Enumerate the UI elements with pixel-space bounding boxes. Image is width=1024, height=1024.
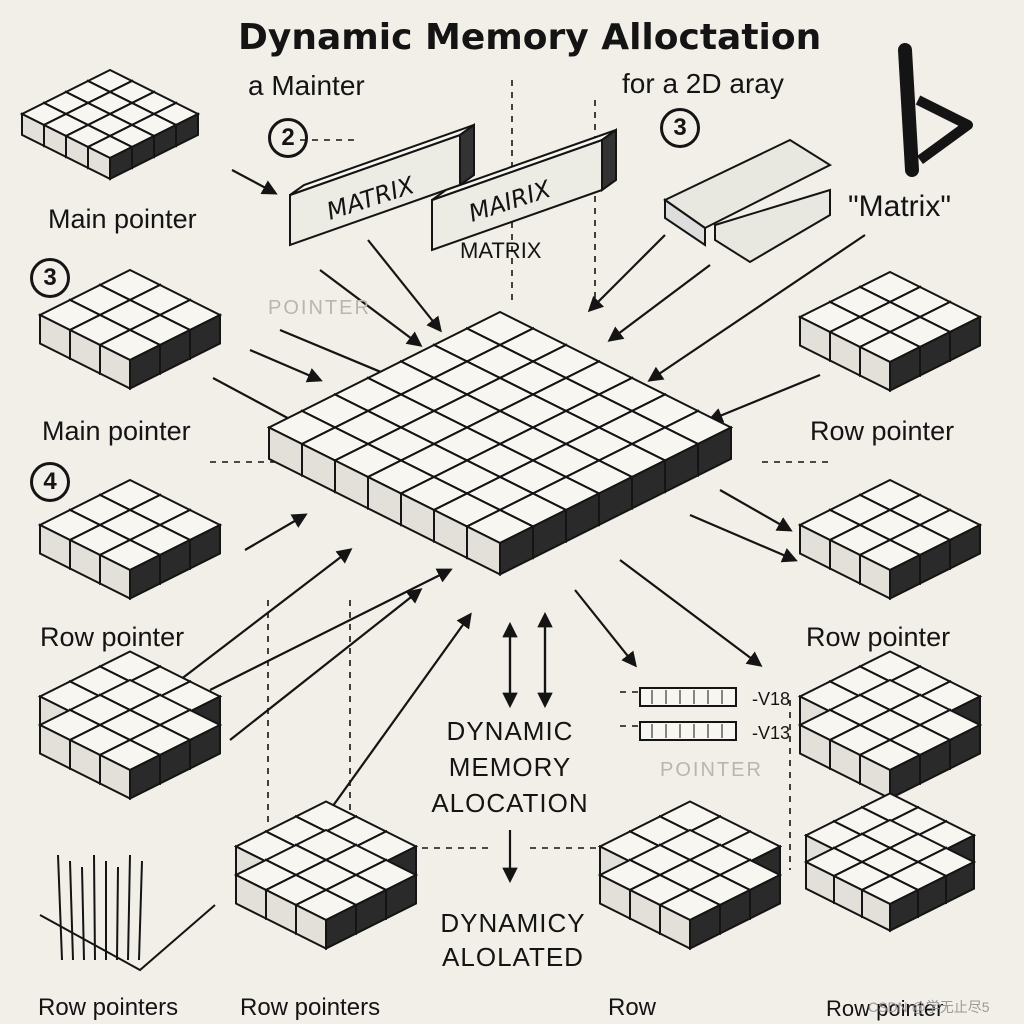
faint-pointer-label-top: POINTER [268,297,371,319]
pointer-arrow [249,348,323,383]
right-block-3 [797,650,983,801]
left-block-3 [37,650,223,801]
left-block-1 [37,268,223,391]
pointer-arrow [229,588,423,741]
misc-graphics [39,43,973,972]
pointer-arrow [587,234,666,313]
bottom-label-row-pointers-1: Row pointers [38,994,179,1021]
pointer-arrow [329,612,472,811]
pointer-arrow [231,169,278,195]
right-block-1 [797,270,983,393]
top-left-block [19,68,201,181]
bottom-label-row-pointer: Row pointer [826,996,944,1021]
step-marker-4-left: 4 [30,462,70,502]
pointer-arrow [367,239,442,333]
right-label-row-pointer-2: Row pointer [806,622,951,652]
matrix-caption: MATRIX [460,238,542,263]
pointer-arrow [689,513,798,563]
right-label-row-pointer-1: Row pointer [810,416,955,446]
center-label-alolated: ALOLATED [442,942,584,972]
diagram-title: Dynamic Memory Alloctation [238,17,822,58]
diagram-subtitle: for a 2D aray [622,68,784,99]
matrix-bar-1 [289,123,475,247]
bottom-label-row: Row [608,994,657,1021]
pointer-arrow [719,489,793,532]
pointer-arrow [319,269,423,347]
pointer-arrow [607,264,711,342]
pointer-arrows [179,169,866,884]
center-label-dynamic: DYNAMIC [446,716,574,746]
slot-value-2: -V13 [752,723,791,743]
central-matrix [266,310,734,576]
step-marker-2: 2 [268,118,308,158]
pointer-glyph [898,43,919,177]
pointer-arrow [647,234,866,382]
right-block-4 [803,792,977,933]
center-label-memory: MEMORY [448,752,572,782]
top-left-label: a Mainter [248,70,365,101]
slot-value-1: -V18 [752,689,791,709]
center-label-alocation: ALOCATION [431,788,589,818]
bottom-left-sketch [39,904,216,972]
watermark: CSDN @学无止尽5 [868,999,990,1015]
center-label-dynamicy: DYNAMICY [440,908,586,938]
memory-slot-2 [639,721,737,741]
faint-pointer-label-bottom: POINTER [660,759,763,781]
step-marker-3-top: 3 [660,108,700,148]
left-label-main-pointer-1: Main pointer [48,204,197,234]
pointer-arrow [209,568,453,691]
left-label-main-pointer-2: Main pointer [42,416,191,446]
right-block-2 [797,478,983,601]
memory-blocks [19,68,983,951]
matrix-bar-2 [431,128,617,252]
bottom-label-row-pointers-2: Row pointers [240,994,381,1021]
pointer-arrow [179,548,353,681]
bottom-block-2 [597,800,783,951]
pointer-arrow [707,373,821,423]
step-marker-3-left: 3 [30,258,70,298]
matrix-quote-label: "Matrix" [848,190,951,223]
pointer-arrow [619,559,763,667]
pointer-arrow [574,589,637,668]
left-label-row-pointer: Row pointer [40,622,185,652]
left-block-2 [37,478,223,601]
memory-slot-1 [639,687,737,707]
bottom-block-1 [233,800,419,951]
pointer-arrow [244,513,308,551]
